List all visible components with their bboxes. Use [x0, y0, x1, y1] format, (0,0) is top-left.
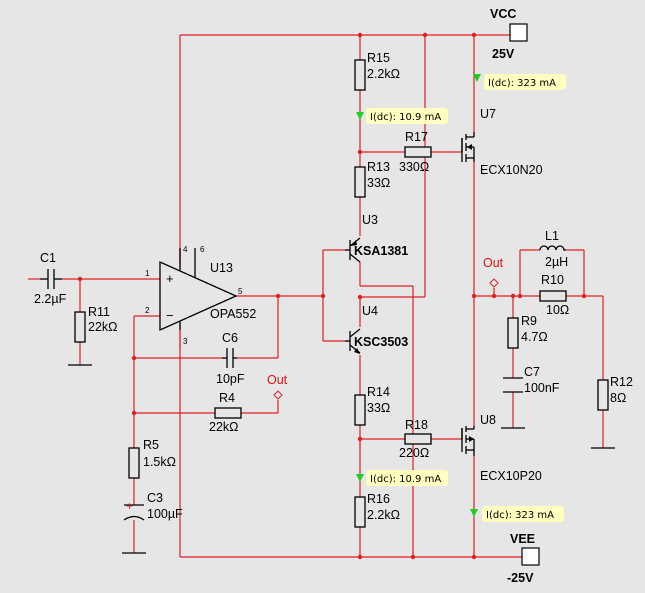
probe-u8[interactable]: I(dc): 323 mA — [470, 506, 564, 522]
resistor-r18[interactable]: R18 220Ω — [399, 418, 432, 460]
resistor-r10[interactable]: R10 10Ω — [539, 273, 569, 317]
out-label-feedback[interactable]: Out — [267, 373, 288, 400]
resistor-r14[interactable]: R14 33Ω — [354, 385, 390, 426]
out-label-feedback-text: Out — [267, 373, 288, 387]
r14-ref: R14 — [367, 385, 390, 399]
resistor-r12[interactable]: R12 8Ω — [597, 375, 633, 411]
u7-model: ECX10N20 — [480, 163, 543, 177]
u13-model: OPA552 — [210, 307, 256, 321]
resistor-r13[interactable]: R13 33Ω — [354, 160, 390, 198]
wires — [28, 34, 604, 558]
probe-r15[interactable]: I(dc): 10.9 mA — [356, 108, 448, 124]
capacitor-c6[interactable]: C6 10pF — [216, 331, 245, 386]
capacitor-c3[interactable]: + C3 100µF — [123, 491, 183, 521]
resistor-r16[interactable]: R16 2.2kΩ — [354, 492, 400, 528]
c3-value: 100µF — [147, 507, 183, 521]
vcc-source[interactable]: VCC 25V — [490, 7, 528, 61]
mosfet-u7[interactable]: U7 ECX10N20 — [461, 107, 543, 177]
vcc-value: 25V — [492, 47, 515, 61]
c3-polarity: + — [126, 499, 133, 513]
u8-ref: U8 — [480, 413, 496, 427]
r16-ref: R16 — [367, 492, 390, 506]
r5-value: 1.5kΩ — [143, 455, 176, 469]
u13-ref: U13 — [210, 261, 233, 275]
inductor-l1[interactable]: L1 2µH — [539, 229, 568, 269]
r14-value: 33Ω — [367, 401, 390, 415]
r11-value: 22kΩ — [88, 320, 118, 334]
r5-ref: R5 — [143, 438, 159, 452]
r17-value: 330Ω — [399, 160, 429, 174]
resistor-r5[interactable]: R5 1.5kΩ — [128, 438, 176, 479]
c1-ref: C1 — [40, 251, 56, 265]
opamp-u13[interactable]: + − 1 2 3 4 5 6 U13 OPA552 — [145, 245, 256, 346]
mosfet-u8[interactable]: U8 ECX10P20 — [461, 413, 542, 483]
u13-pin3: 3 — [183, 337, 188, 346]
opamp-plus: + — [166, 271, 174, 286]
u4-ref: U4 — [362, 304, 378, 318]
junction-dots — [77, 32, 587, 560]
r18-value: 220Ω — [399, 446, 429, 460]
out-label-main[interactable]: Out — [483, 256, 504, 288]
u13-pin5: 5 — [238, 287, 243, 296]
r10-value: 10Ω — [546, 303, 569, 317]
r13-ref: R13 — [367, 160, 390, 174]
resistor-r4[interactable]: R4 22kΩ — [209, 391, 242, 434]
out-label-main-text: Out — [483, 256, 504, 270]
c1-value: 2.2µF — [34, 292, 67, 306]
u7-ref: U7 — [480, 107, 496, 121]
u8-model: ECX10P20 — [480, 469, 542, 483]
r9-value: 4.7Ω — [521, 330, 548, 344]
c6-value: 10pF — [216, 372, 245, 386]
u13-pin6: 6 — [200, 245, 205, 254]
r13-value: 33Ω — [367, 176, 390, 190]
r17-ref: R17 — [405, 130, 428, 144]
r18-ref: R18 — [405, 418, 428, 432]
resistor-r15[interactable]: R15 2.2kΩ — [354, 51, 400, 91]
c3-ref: C3 — [147, 491, 163, 505]
u13-pin2: 2 — [145, 306, 150, 315]
resistor-r11[interactable]: R11 22kΩ — [74, 305, 118, 343]
r16-value: 2.2kΩ — [367, 508, 400, 522]
u3-model: KSA1381 — [354, 244, 408, 258]
r10-ref: R10 — [541, 273, 564, 287]
l1-value: 2µH — [545, 255, 568, 269]
u13-pin1: 1 — [145, 269, 150, 278]
opamp-minus: − — [166, 308, 174, 323]
vee-value: -25V — [507, 571, 534, 585]
resistor-r17[interactable]: R17 330Ω — [399, 130, 432, 174]
r11-ref: R11 — [88, 305, 110, 319]
probe-r16-text: I(dc): 10.9 mA — [370, 474, 441, 485]
l1-ref: L1 — [545, 229, 559, 243]
bjt-u4[interactable]: U4 KSC3503 — [345, 304, 408, 354]
capacitor-c7[interactable]: C7 100nF — [503, 365, 560, 395]
c6-ref: C6 — [222, 331, 238, 345]
probe-u8-text: I(dc): 323 mA — [486, 510, 554, 521]
u3-ref: U3 — [362, 213, 378, 227]
r12-value: 8Ω — [610, 391, 626, 405]
bjt-u3[interactable]: U3 KSA1381 — [345, 213, 408, 263]
vee-name: VEE — [510, 532, 535, 546]
u13-pin4: 4 — [183, 245, 188, 254]
resistor-r9[interactable]: R9 4.7Ω — [507, 314, 548, 349]
vcc-name: VCC — [490, 7, 516, 21]
r15-ref: R15 — [367, 51, 390, 65]
probe-r15-text: I(dc): 10.9 mA — [370, 112, 441, 123]
r9-ref: R9 — [521, 314, 537, 328]
probe-u7-text: I(dc): 323 mA — [488, 78, 556, 89]
probe-r16[interactable]: I(dc): 10.9 mA — [356, 470, 448, 486]
capacitor-c1[interactable]: C1 2.2µF — [34, 251, 67, 306]
r15-value: 2.2kΩ — [367, 67, 400, 81]
vee-source[interactable]: VEE -25V — [507, 532, 540, 585]
r4-ref: R4 — [219, 391, 235, 405]
c7-ref: C7 — [524, 365, 540, 379]
probe-u7[interactable]: I(dc): 323 mA — [473, 74, 566, 90]
r12-ref: R12 — [610, 375, 633, 389]
c7-value: 100nF — [524, 381, 560, 395]
r4-value: 22kΩ — [209, 420, 239, 434]
u4-model: KSC3503 — [354, 335, 408, 349]
